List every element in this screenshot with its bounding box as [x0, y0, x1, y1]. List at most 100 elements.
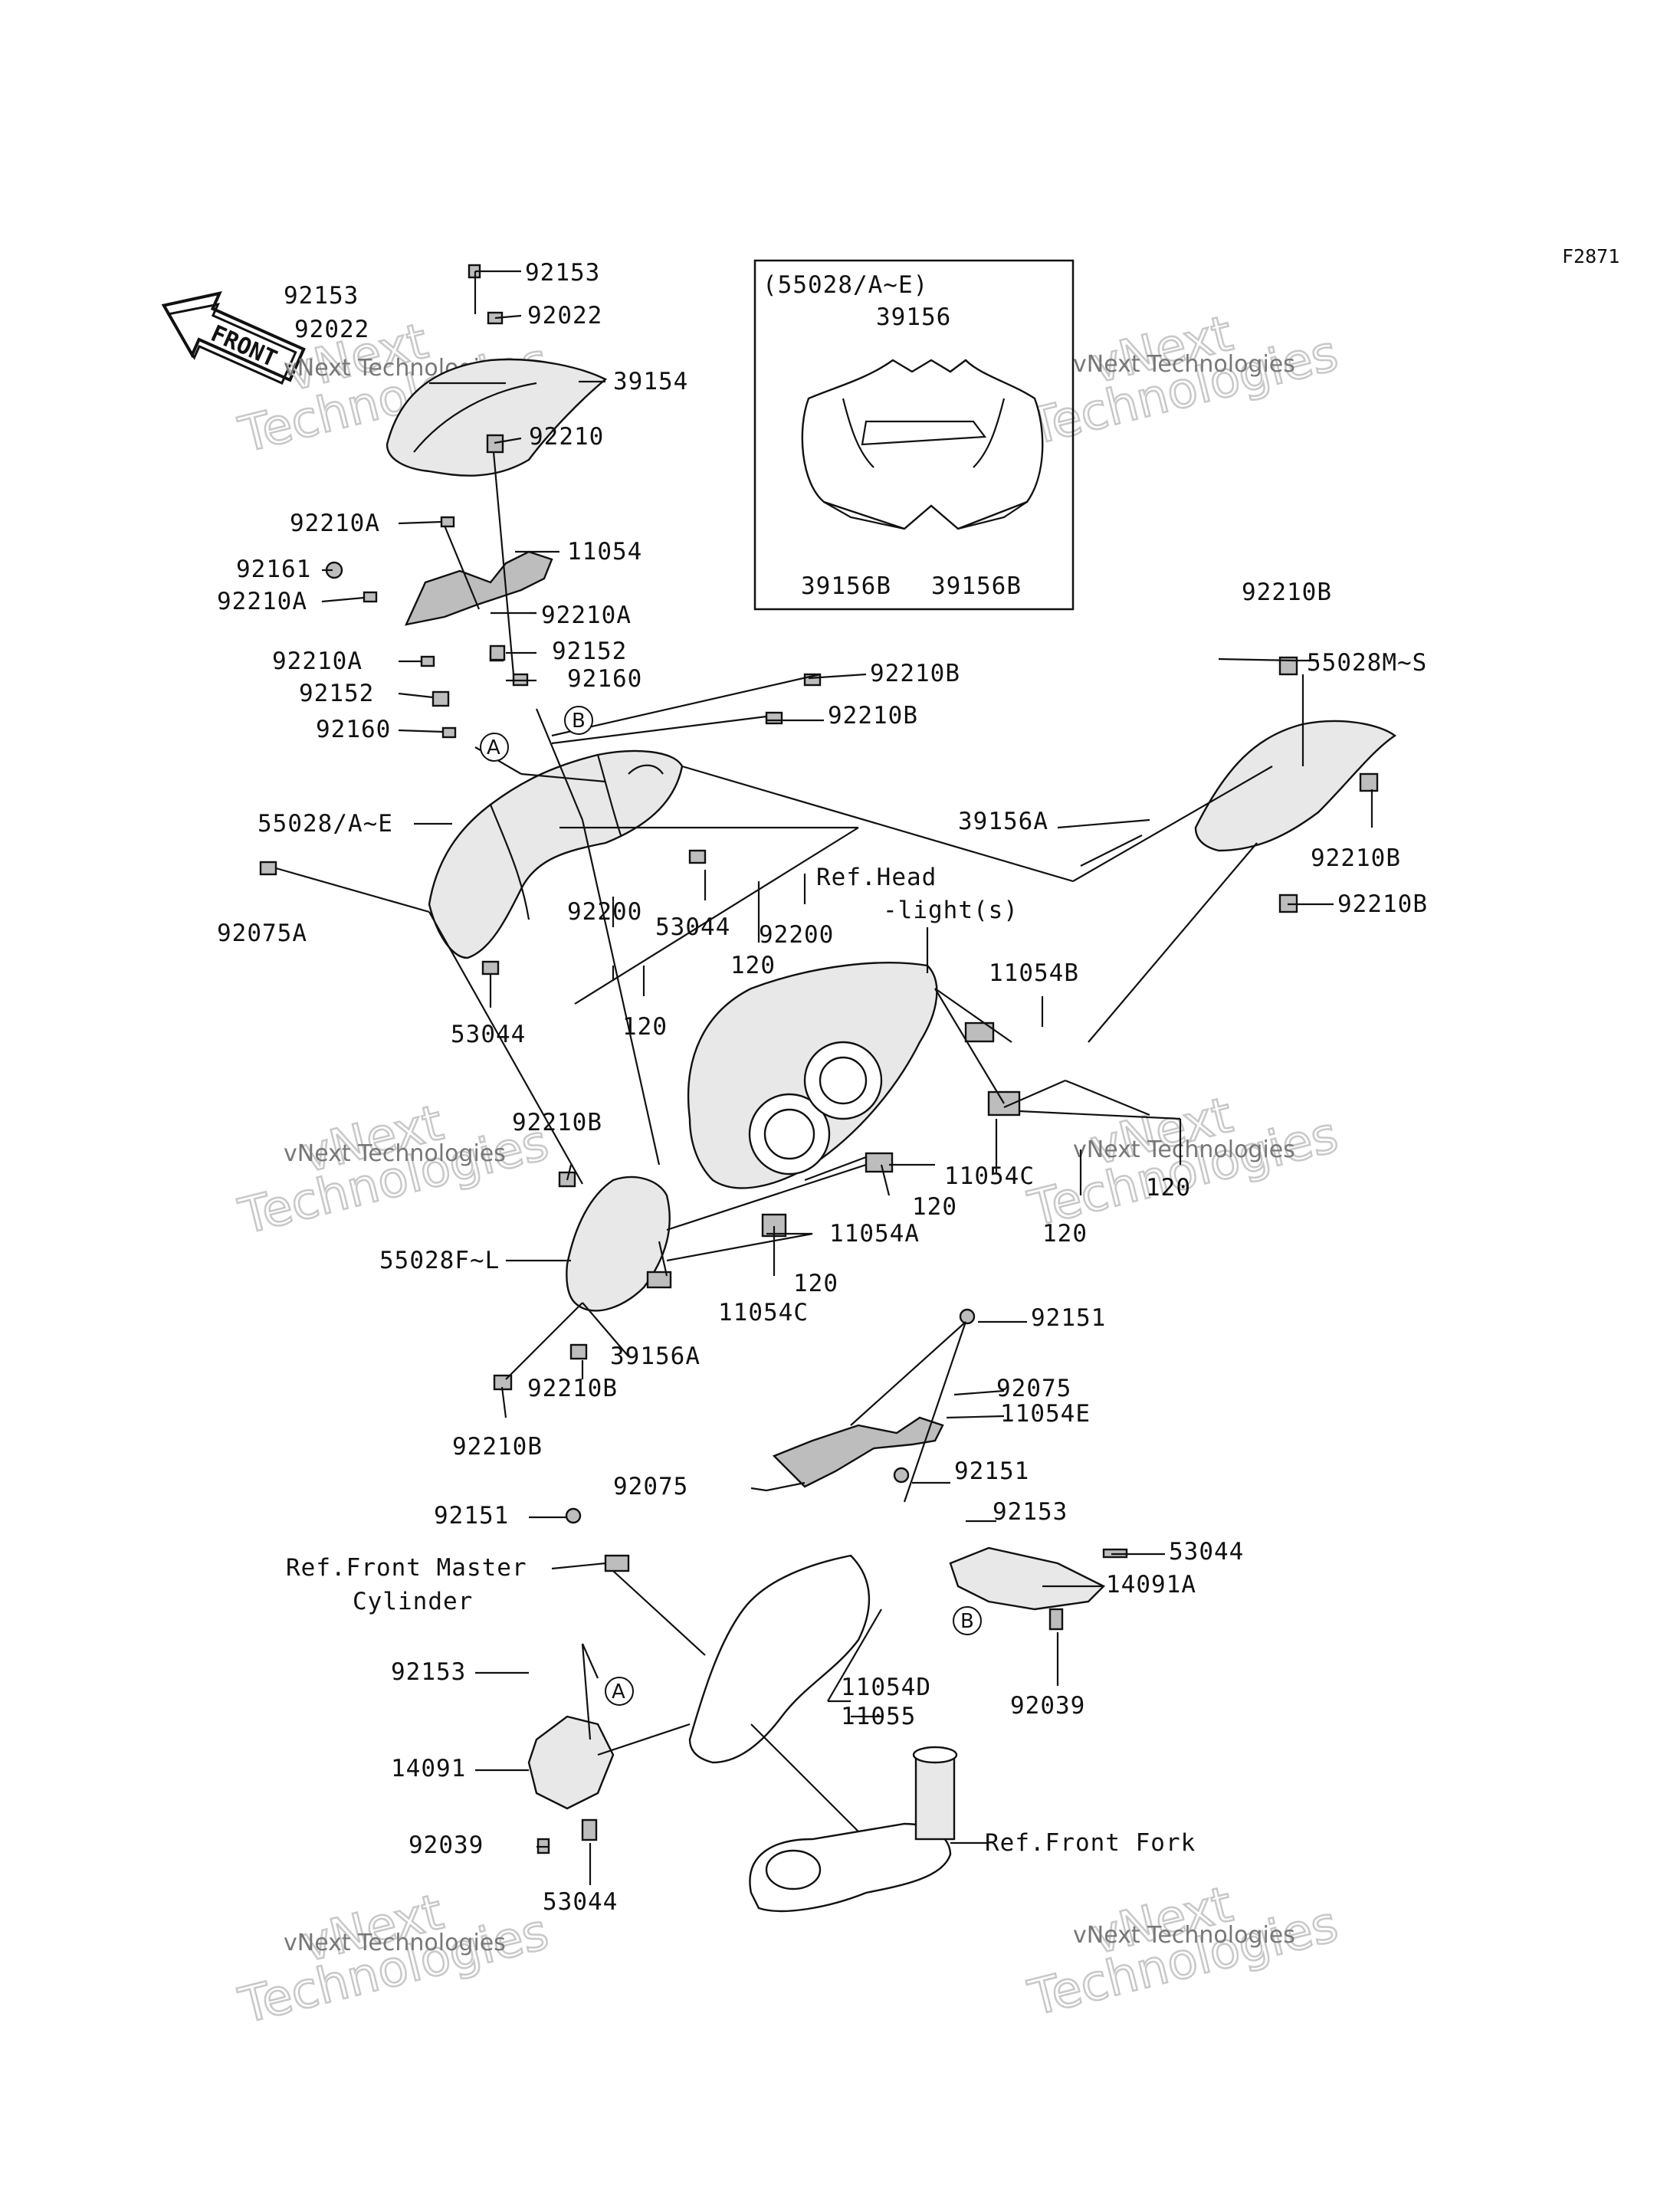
part-label: 92153: [525, 259, 600, 287]
part-label: 92153: [993, 1498, 1068, 1526]
inner-panel-right-part: [949, 1546, 1106, 1611]
part-label: 92200: [759, 921, 834, 949]
part-label: 92210B: [870, 660, 960, 687]
part-label: 92151: [954, 1458, 1029, 1485]
part-label: 92022: [527, 302, 602, 330]
windshield-part: [386, 358, 608, 477]
part-label: 92210B: [452, 1433, 543, 1461]
stay-bracket-part: [688, 1416, 944, 1764]
part-label: 92210A: [290, 510, 380, 537]
part-label: 92200: [567, 898, 642, 926]
part-label: 92075: [613, 1473, 688, 1500]
part-label: 92151: [434, 1502, 509, 1530]
svg-text:vNext Technologies: vNext Technologies: [1073, 1136, 1295, 1163]
inset-panel: (55028/A~E): [753, 259, 1075, 611]
part-label: 92210B: [512, 1109, 602, 1136]
part-label: 11054A: [829, 1220, 920, 1248]
marker-a-bottom: A: [612, 1681, 625, 1703]
part-label: 120: [1146, 1174, 1191, 1202]
watermark-mid-right: Technologies vNext vNext Technologies: [1022, 1086, 1344, 1239]
part-label: 92152: [299, 680, 374, 707]
watermark-bottom-left: Technologies vNext vNext Technologies: [233, 1883, 555, 2036]
marker-a-top: A: [487, 736, 500, 759]
part-label: 39154: [613, 368, 688, 395]
part-label: 11054: [567, 538, 642, 566]
watermark-mid-left: Technologies vNext vNext Technologies: [233, 1094, 555, 1247]
part-label: 92210B: [527, 1375, 618, 1402]
part-label: 55028F~L: [379, 1247, 500, 1274]
part-label: 11055: [841, 1703, 916, 1730]
inset-label: 39156B: [801, 572, 891, 600]
part-label: 11054C: [944, 1162, 1035, 1190]
figure-code: F2871: [1562, 245, 1619, 267]
part-label: Ref.Front Master: [286, 1554, 527, 1582]
side-cowl-left-part: [566, 1176, 671, 1312]
inset-label: 39156: [876, 303, 951, 331]
part-label: 92210B: [1242, 579, 1332, 606]
part-label: 53044: [655, 913, 730, 941]
reference-markers: A B B A: [480, 706, 982, 1706]
front-fork-part: [749, 1746, 958, 1913]
part-label: 39156A: [958, 808, 1048, 835]
watermark-top-right: Technologies vNext vNext Technologies: [1022, 304, 1344, 457]
part-label: 92075A: [217, 920, 307, 947]
part-label: 11054B: [989, 959, 1079, 987]
part-label: 92039: [1010, 1692, 1085, 1720]
part-label: 92151: [1031, 1304, 1106, 1332]
part-label: 92160: [567, 665, 642, 693]
upper-cowl-part: [428, 749, 684, 959]
part-label: 11054C: [718, 1299, 809, 1326]
part-label: 11054E: [1000, 1400, 1091, 1428]
part-label: 14091A: [1106, 1571, 1196, 1599]
leader-lines: [275, 270, 1373, 1885]
svg-text:vNext Technologies: vNext Technologies: [1073, 1922, 1295, 1949]
marker-b-top: B: [572, 710, 586, 733]
part-label: 92210B: [1311, 844, 1401, 872]
part-label: Ref.Head: [816, 864, 937, 891]
bracket-11054-part: [404, 550, 553, 626]
inner-panel-left-part: [527, 1715, 615, 1810]
svg-text:vNext Technologies: vNext Technologies: [1073, 351, 1295, 378]
part-label: 120: [1042, 1220, 1088, 1248]
headlight-part: [687, 962, 938, 1189]
inset-label: 39156B: [931, 572, 1022, 600]
part-label: 53044: [451, 1021, 526, 1048]
part-label: 55028M~S: [1307, 649, 1427, 677]
part-label: 92160: [316, 716, 391, 743]
part-label: Ref.Front Fork: [985, 1829, 1196, 1857]
part-label: 92152: [552, 638, 627, 665]
part-label: 92153: [391, 1658, 466, 1686]
part-labels: 92153 92153 92022 92022 39154 92210 9221…: [217, 259, 1428, 1916]
part-label: 92210A: [272, 648, 363, 675]
part-label: 92022: [294, 316, 369, 343]
part-label: 92210B: [828, 702, 918, 730]
part-label: 11054D: [841, 1674, 931, 1701]
part-label: 55028/A~E: [258, 810, 393, 838]
part-label: 92210A: [217, 588, 307, 615]
part-label: 92039: [409, 1831, 484, 1859]
part-label: 53044: [543, 1888, 618, 1916]
part-label: 120: [730, 952, 776, 979]
part-label: 92153: [284, 282, 359, 310]
part-label: 120: [912, 1193, 957, 1221]
svg-text:vNext Technologies: vNext Technologies: [284, 1930, 506, 1956]
part-label: 14091: [391, 1755, 466, 1782]
part-label: 120: [793, 1270, 838, 1297]
part-label: -light(s): [883, 897, 1019, 924]
part-label: 92210A: [541, 602, 632, 629]
watermark-bottom-right: Technologies vNext vNext Technologies: [1022, 1875, 1344, 2028]
marker-b-bottom: B: [960, 1610, 974, 1633]
svg-text:vNext Technologies: vNext Technologies: [284, 1140, 506, 1167]
part-label: 92075: [996, 1375, 1071, 1402]
part-label: 120: [622, 1013, 668, 1041]
side-cowl-right-part: [1088, 720, 1397, 1043]
part-label: 53044: [1169, 1538, 1244, 1566]
part-label: 92210B: [1337, 890, 1428, 918]
part-label: Cylinder: [353, 1588, 473, 1615]
part-label: 92161: [236, 556, 311, 583]
part-label: 92210: [529, 423, 604, 451]
part-label: 39156A: [610, 1343, 701, 1370]
inset-title: (55028/A~E): [763, 271, 928, 299]
